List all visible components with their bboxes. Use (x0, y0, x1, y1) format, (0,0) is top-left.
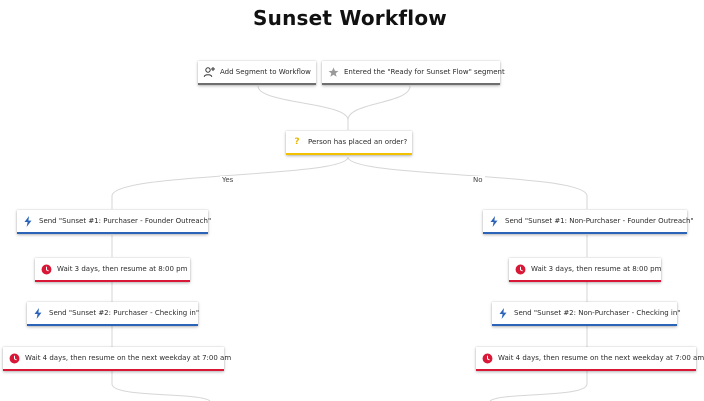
lightning-icon (487, 215, 501, 227)
trigger-entered-segment-label: Entered the "Ready for Sunset Flow" segm… (344, 68, 505, 76)
yes-wait-step-2[interactable]: Wait 4 days, then resume on the next wee… (3, 347, 231, 371)
yes-wait-step-1-label: Wait 3 days, then resume at 8:00 pm (57, 265, 188, 273)
yes-wait-step-2-label: Wait 4 days, then resume on the next wee… (25, 354, 232, 362)
no-wait-step-2-label: Wait 4 days, then resume on the next wee… (498, 354, 704, 362)
trigger-entered-segment-node[interactable]: Entered the "Ready for Sunset Flow" segm… (322, 61, 505, 85)
lightning-icon (21, 215, 35, 227)
yes-wait-step-1[interactable]: Wait 3 days, then resume at 8:00 pm (35, 258, 190, 282)
star-icon (326, 67, 340, 78)
branch-yes-label: Yes (220, 176, 236, 184)
question-icon: ? (294, 137, 300, 147)
yes-send-step-1-label: Send "Sunset #1: Purchaser - Founder Out… (39, 217, 212, 225)
trigger-add-segment-label: Add Segment to Workflow (220, 68, 311, 76)
no-send-step-1[interactable]: Send "Sunset #1: Non-Purchaser - Founder… (483, 210, 694, 234)
yes-send-step-2-label: Send "Sunset #2: Purchaser - Checking in… (49, 309, 200, 317)
clock-icon (480, 353, 494, 364)
no-send-step-2[interactable]: Send "Sunset #2: Non-Purchaser - Checkin… (492, 302, 681, 326)
no-wait-step-2[interactable]: Wait 4 days, then resume on the next wee… (476, 347, 704, 371)
trigger-add-segment-node[interactable]: Add Segment to Workflow (198, 61, 316, 85)
clock-icon (513, 264, 527, 275)
condition-node[interactable]: ? Person has placed an order? (286, 131, 412, 155)
no-send-step-1-label: Send "Sunset #1: Non-Purchaser - Founder… (505, 217, 694, 225)
clock-icon (39, 264, 53, 275)
yes-send-step-2[interactable]: Send "Sunset #2: Purchaser - Checking in… (27, 302, 200, 326)
branch-no-label: No (471, 176, 485, 184)
lightning-icon (31, 307, 45, 319)
condition-label: Person has placed an order? (308, 138, 408, 146)
lightning-icon (496, 307, 510, 319)
yes-send-step-1[interactable]: Send "Sunset #1: Purchaser - Founder Out… (17, 210, 212, 234)
clock-icon (7, 353, 21, 364)
add-person-icon (202, 66, 216, 78)
page-title: Sunset Workflow (253, 6, 447, 30)
no-wait-step-1[interactable]: Wait 3 days, then resume at 8:00 pm (509, 258, 661, 282)
no-wait-step-1-label: Wait 3 days, then resume at 8:00 pm (531, 265, 662, 273)
no-send-step-2-label: Send "Sunset #2: Non-Purchaser - Checkin… (514, 309, 681, 317)
